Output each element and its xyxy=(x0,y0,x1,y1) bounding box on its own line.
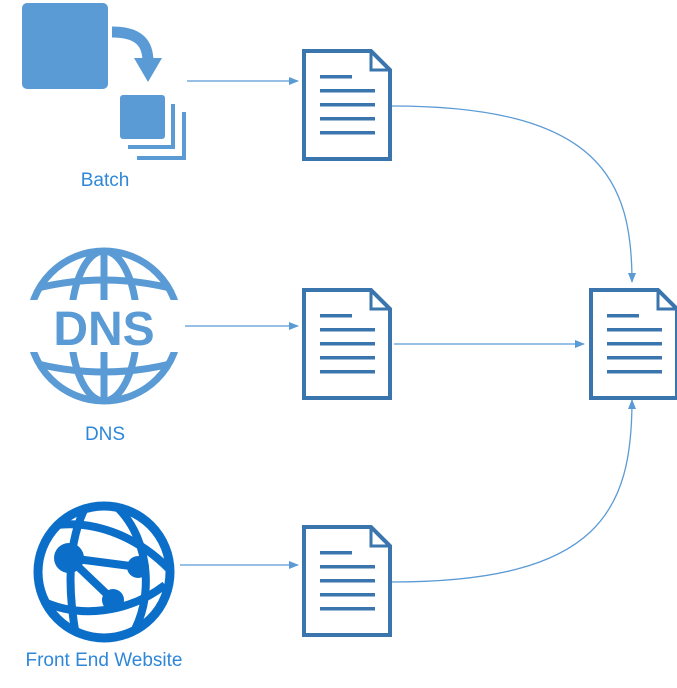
connector-doc3-to-merged xyxy=(391,399,636,583)
batch-icon xyxy=(22,3,186,160)
dns-globe-icon: DNS xyxy=(24,247,184,405)
document-icon-merged xyxy=(589,288,677,400)
web-globe-icon xyxy=(33,501,175,643)
connectors xyxy=(180,77,636,583)
connector-doc1-to-merged xyxy=(391,105,636,283)
front-end-website-label: Front End Website xyxy=(25,650,183,671)
dns-icon-text: DNS xyxy=(53,303,154,356)
document-icon-website xyxy=(302,525,392,637)
document-icon-dns xyxy=(302,288,392,400)
document-icon-batch xyxy=(302,49,392,161)
batch-label: Batch xyxy=(80,170,130,191)
dns-label: DNS xyxy=(84,424,126,445)
